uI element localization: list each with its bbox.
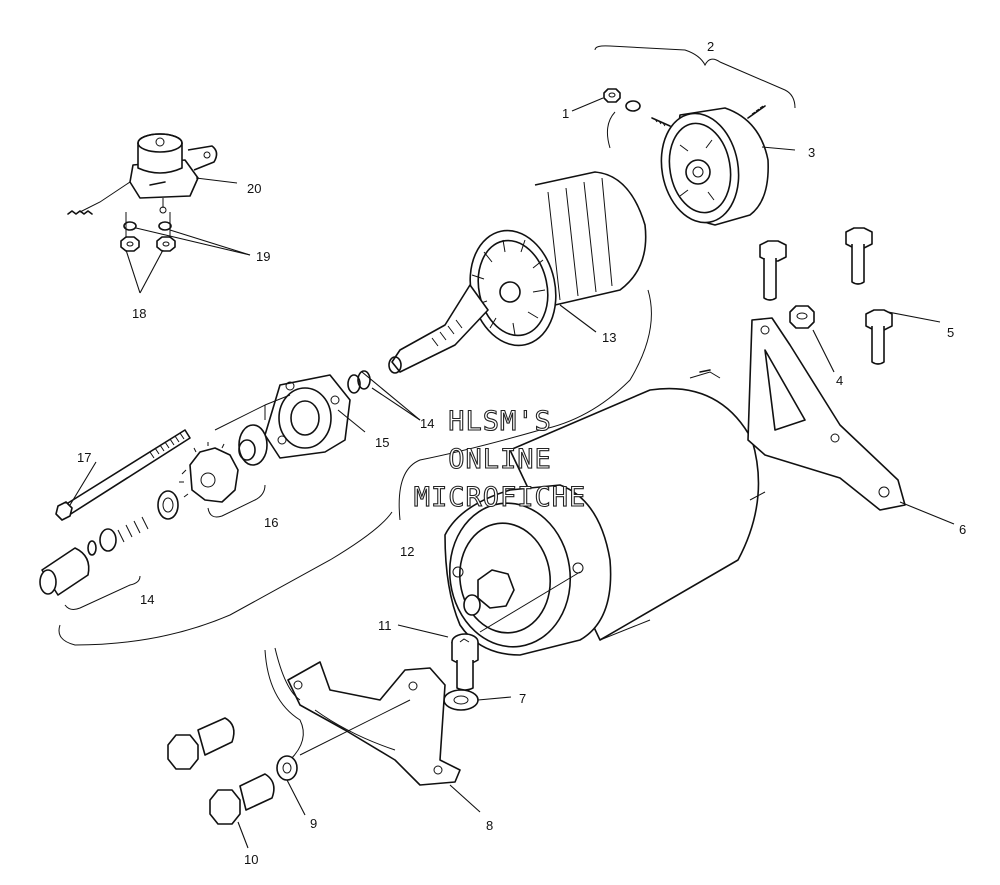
drive-housing-part-15 — [264, 374, 351, 459]
callout-20: 20 — [247, 181, 261, 196]
washers-part-19 — [123, 221, 172, 231]
mounting-bracket-part-6 — [747, 317, 906, 511]
callout-9: 9 — [310, 816, 317, 831]
washers-part-14-upper — [347, 370, 371, 394]
nut-part-1 — [603, 88, 641, 149]
watermark-line-2: ONLINE — [448, 444, 552, 475]
threaded-shaft-part-17 — [55, 429, 191, 521]
watermark: HLSM'S ONLINE MICROFICHE — [413, 405, 587, 513]
lower-bracket-part-8 — [287, 661, 461, 786]
solenoid-relay-part-20 — [67, 133, 218, 215]
watermark-line-3: MICROFICHE — [414, 482, 587, 513]
callout-10: 10 — [244, 852, 258, 867]
callout-8: 8 — [486, 818, 493, 833]
callout-2: 2 — [707, 39, 714, 54]
washer-part-7 — [443, 689, 479, 711]
leader-lines — [69, 97, 955, 849]
callout-5: 5 — [947, 325, 954, 340]
socket-bolt-part-11 — [451, 633, 479, 691]
callout-13: 13 — [602, 330, 616, 345]
callout-14-lower: 14 — [140, 592, 154, 607]
clutch-assembly-part-14 — [39, 490, 179, 596]
callout-1: 1 — [562, 106, 569, 121]
pinion-gear-part-16 — [179, 424, 268, 503]
callout-17: 17 — [77, 450, 91, 465]
bolt-part-10 — [167, 717, 275, 825]
armature-part-13 — [388, 171, 647, 374]
callout-3: 3 — [808, 145, 815, 160]
callout-16: 16 — [264, 515, 278, 530]
callout-12: 12 — [400, 544, 414, 559]
nut-part-4 — [789, 305, 815, 329]
callout-labels: 1 2 3 4 5 6 7 8 9 10 11 12 13 14 14 15 1… — [77, 39, 966, 867]
bolts-part-5 — [759, 227, 893, 365]
callout-6: 6 — [959, 522, 966, 537]
callout-11: 11 — [378, 618, 392, 633]
callout-15: 15 — [375, 435, 389, 450]
callout-19: 19 — [256, 249, 270, 264]
callout-18: 18 — [132, 306, 146, 321]
washer-part-9 — [276, 755, 298, 781]
watermark-line-1: HLSM'S — [448, 406, 552, 437]
callout-4: 4 — [836, 373, 843, 388]
callout-7: 7 — [519, 691, 526, 706]
nuts-part-18 — [120, 236, 176, 252]
end-cap-assembly-part-3 — [651, 105, 769, 226]
callout-14-upper: 14 — [420, 416, 434, 431]
